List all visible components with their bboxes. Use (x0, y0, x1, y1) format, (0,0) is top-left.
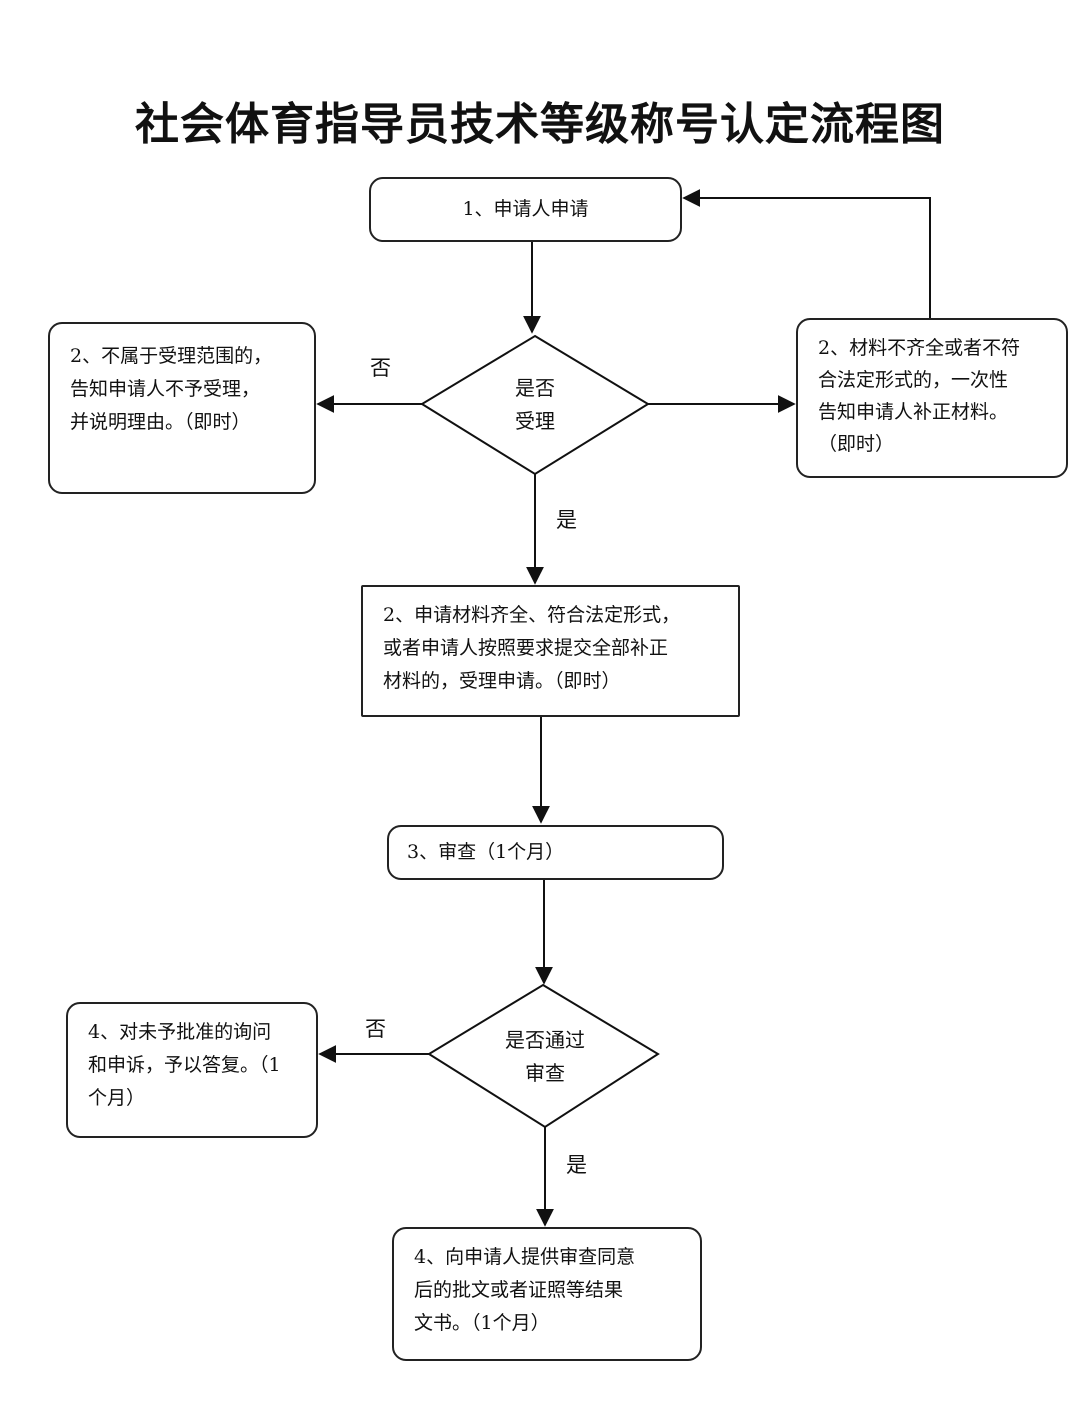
edge-label-no-pass: 否 (365, 1017, 386, 1041)
decision-pass-label: 是否通过 审查 (505, 1028, 585, 1085)
decision-pass-diamond (427, 983, 660, 1129)
node-apply: 1、申请人申请 (369, 177, 682, 242)
page-title: 社会体育指导员技术等级称号认定流程图 (135, 99, 945, 150)
node-result-documents: 4、向申请人提供审查同意 后的批文或者证照等结果 文书。（1个月） (392, 1227, 702, 1361)
node-review-label: 3、审查（1个月） (407, 841, 565, 863)
node-accepted: 2、申请材料齐全、符合法定形式， 或者申请人按照要求提交全部补正 材料的，受理申… (361, 585, 740, 717)
node-incomplete-materials: 2、材料不齐全或者不符 合法定形式的，一次性 告知申请人补正材料。 （即时） (796, 318, 1068, 478)
node-apply-label: 1、申请人申请 (462, 198, 589, 220)
decision-accept-label: 是否 受理 (515, 376, 555, 433)
node-appeal-response: 4、对未予批准的询问 和申诉，予以答复。（1 个月） (66, 1002, 318, 1138)
edge-label-yes-pass: 是 (566, 1153, 587, 1177)
decision-accept-diamond (420, 334, 650, 476)
edge-label-yes-accept: 是 (556, 508, 577, 532)
node-reject-scope: 2、不属于受理范围的， 告知申请人不予受理， 并说明理由。（即时） (48, 322, 316, 494)
node-review: 3、审查（1个月） (387, 825, 724, 880)
arrow-incomplete-loop-back (682, 189, 931, 318)
edge-label-no-accept: 否 (370, 356, 391, 380)
